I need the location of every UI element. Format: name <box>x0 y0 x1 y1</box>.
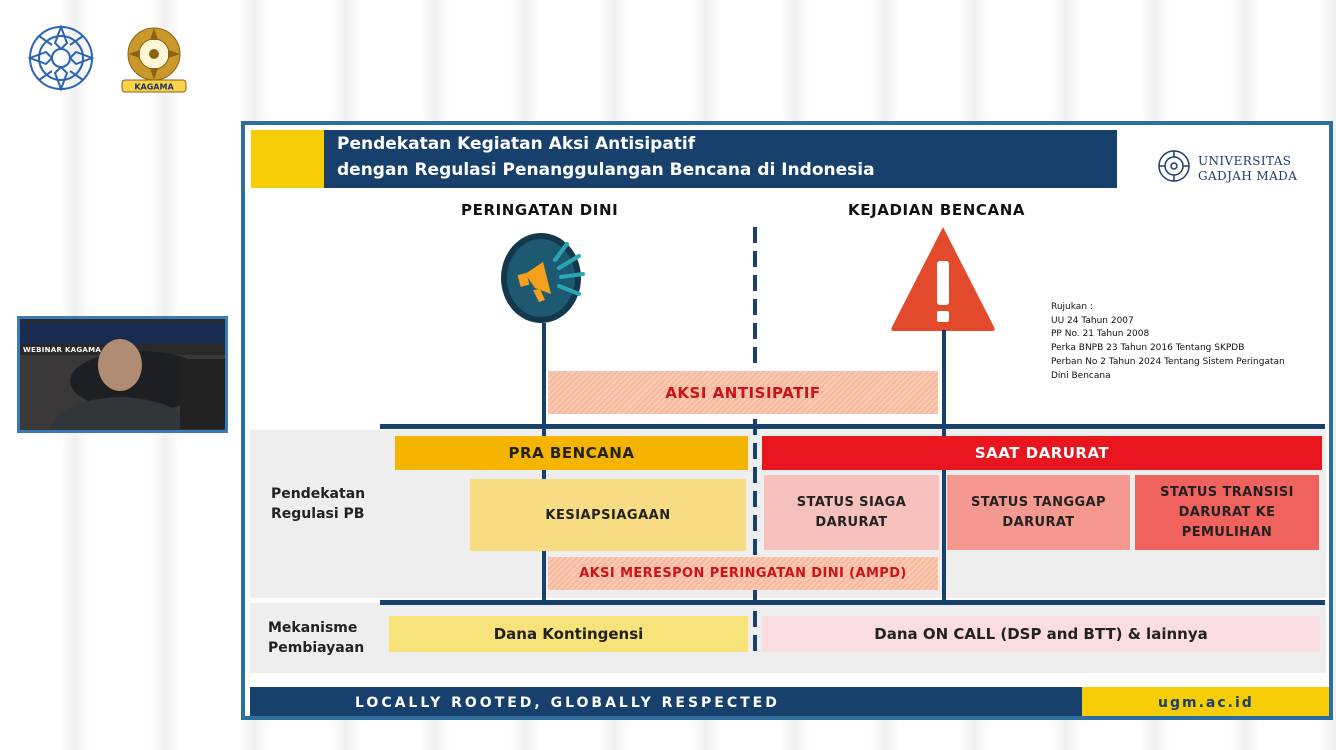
slide-title-line2: dengan Regulasi Penanggulangan Bencana d… <box>337 160 875 180</box>
status-tanggap-line2: DARURAT <box>1002 514 1075 530</box>
header-accent <box>251 130 324 188</box>
kagama-logo: KAGAMA <box>121 27 187 93</box>
mekanisme-label-line2: Pembiayaan <box>268 640 365 656</box>
status-tanggap-darurat-box: STATUS TANGGAP DARURAT <box>947 475 1130 550</box>
kesiapsiagaan-box: KESIAPSIAGAAN <box>470 479 746 551</box>
heading-kejadian-bencana: KEJADIAN BENCANA <box>848 201 1026 219</box>
pendekatan-regulasi-label: Pendekatan Regulasi PB <box>271 484 365 524</box>
footer-slogan: LOCALLY ROOTED, GLOBALLY RESPECTED <box>355 695 780 711</box>
slide-title-line1: Pendekatan Kegiatan Aksi Antisipatif <box>337 134 696 154</box>
status-siaga-line1: STATUS SIAGA <box>796 494 907 510</box>
reference-item: Perban No 2 Tahun 2024 Tentang Sistem Pe… <box>1051 356 1285 367</box>
university-name-line1: UNIVERSITAS <box>1198 154 1292 168</box>
presentation-slide: Pendekatan Kegiatan Aksi Antisipatif den… <box>241 121 1333 720</box>
warning-icon <box>891 227 995 331</box>
pendekatan-label-line1: Pendekatan <box>271 486 366 502</box>
status-transisi-line3: PEMULIHAN <box>1181 524 1273 540</box>
regulasi-top-rule <box>380 424 1325 429</box>
megaphone-icon <box>501 233 585 323</box>
ugm-slide-logo <box>1158 150 1190 182</box>
reference-item: Perka BNPB 23 Tahun 2016 Tentang SKPDB <box>1051 343 1245 354</box>
status-siaga-darurat-box: STATUS SIAGA DARURAT <box>764 475 939 550</box>
reference-item: Dini Bencana <box>1051 370 1111 381</box>
kagama-logo-text: KAGAMA <box>134 83 174 92</box>
divider-dashed-line <box>753 227 757 657</box>
university-name-line2: GADJAH MADA <box>1198 169 1298 183</box>
mekanisme-pembiayaan-label: Mekanisme Pembiayaan <box>268 618 364 658</box>
mekanisme-label-line1: Mekanisme <box>268 620 358 636</box>
saat-darurat-bar: SAAT DARURAT <box>762 436 1322 470</box>
aksi-antisipatif-bar: AKSI ANTISIPATIF <box>548 371 938 414</box>
speaker-video-tile[interactable]: WEBINAR KAGAMA PR <box>17 316 228 433</box>
webcam-banner <box>20 322 225 344</box>
heading-peringatan-dini: PERINGATAN DINI <box>461 201 619 219</box>
references-title: Rujukan : <box>1051 302 1093 312</box>
footer-accent <box>1082 687 1329 716</box>
pembiayaan-top-rule <box>380 600 1325 605</box>
ugm-seal-logo <box>27 24 95 92</box>
reference-item: PP No. 21 Tahun 2008 <box>1051 329 1150 340</box>
dana-kontingensi-bar: Dana Kontingensi <box>389 616 748 652</box>
status-transisi-box: STATUS TRANSISI DARURAT KE PEMULIHAN <box>1135 475 1319 550</box>
status-tanggap-line1: STATUS TANGGAP <box>971 494 1106 510</box>
status-transisi-line2: DARURAT KE <box>1178 504 1276 520</box>
pra-bencana-bar: PRA BENCANA <box>395 436 748 470</box>
status-siaga-line2: DARURAT <box>815 514 888 530</box>
footer-url: ugm.ac.id <box>1158 695 1254 711</box>
footer-bar <box>250 687 1082 716</box>
ampd-bar: AKSI MERESPON PERINGATAN DINI (AMPD) <box>548 557 938 590</box>
speaker-silhouette <box>20 339 225 430</box>
webcam-banner-text: WEBINAR KAGAMA PR <box>23 346 115 354</box>
references-list: Rujukan : UU 24 Tahun 2007 PP No. 21 Tah… <box>1051 301 1323 383</box>
dana-on-call-bar: Dana ON CALL (DSP and BTT) & lainnya <box>762 616 1320 652</box>
header-bar <box>324 130 1117 188</box>
pendekatan-label-line2: Regulasi PB <box>271 506 365 522</box>
status-transisi-line1: STATUS TRANSISI <box>1160 484 1294 500</box>
reference-item: UU 24 Tahun 2007 <box>1051 315 1134 326</box>
